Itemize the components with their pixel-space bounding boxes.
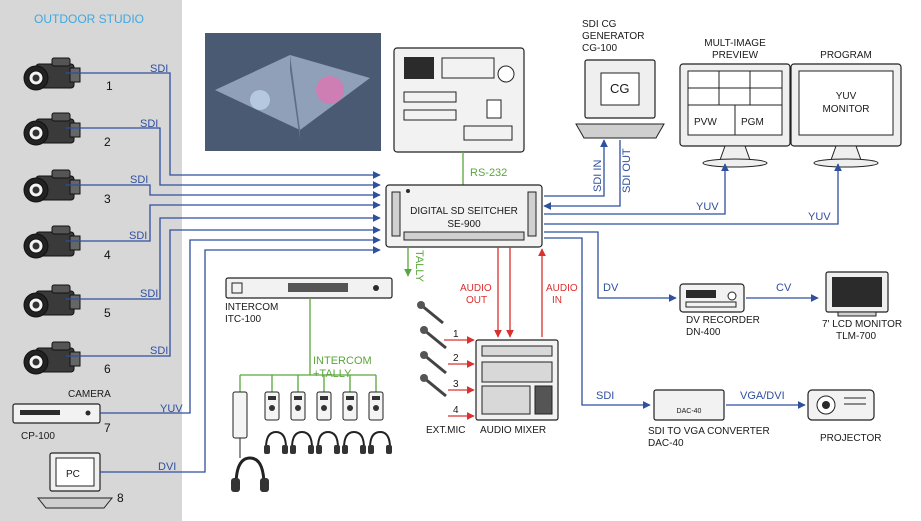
tally-label: TALLY bbox=[413, 250, 425, 283]
camera-2-link-label: SDI bbox=[140, 118, 158, 130]
player-number: 7 bbox=[104, 421, 111, 435]
converter-link-label: SDI bbox=[596, 390, 614, 402]
cg-line1: SDI CG bbox=[582, 19, 617, 30]
player-link-label: YUV bbox=[160, 403, 183, 415]
projector-device bbox=[807, 389, 875, 421]
cg-line2: GENERATOR bbox=[582, 31, 644, 42]
intercom-line2: ITC-100 bbox=[225, 314, 262, 325]
program-screen-line2: MONITOR bbox=[822, 104, 869, 115]
audio-out-line2: OUT bbox=[466, 295, 487, 306]
intercom-device bbox=[225, 277, 393, 299]
beltpacks bbox=[232, 391, 384, 439]
program-link-label: YUV bbox=[808, 211, 831, 223]
audio-in-line2: IN bbox=[552, 295, 562, 306]
studio-title: OUTDOOR STUDIO bbox=[34, 12, 144, 26]
player-label: CP-100 bbox=[21, 431, 55, 442]
cg-screen-text: CG bbox=[610, 81, 630, 96]
lcd-monitor bbox=[825, 271, 889, 317]
intercom-link-line1: INTERCOM bbox=[313, 355, 372, 367]
camera-number-1: 1 bbox=[106, 79, 113, 93]
dv-recorder bbox=[679, 283, 745, 313]
program-screen-line1: YUV bbox=[836, 91, 857, 102]
switcher-line1: DIGITAL SD SEITCHER bbox=[410, 206, 518, 217]
pc-device bbox=[36, 452, 114, 509]
cg-in-label: SDI IN bbox=[592, 160, 604, 192]
preview-link-label: YUV bbox=[696, 201, 719, 213]
camera-number-6: 6 bbox=[104, 362, 111, 376]
audio-in-line1: AUDIO bbox=[546, 283, 578, 294]
camera-5-link-label: SDI bbox=[140, 288, 158, 300]
mic-number-1: 1 bbox=[453, 329, 459, 340]
intercom-wiring bbox=[239, 298, 377, 392]
lcd-line1: 7' LCD MONITOR bbox=[822, 319, 902, 330]
input-lines bbox=[66, 72, 381, 473]
lcd-line2: TLM-700 bbox=[836, 331, 876, 342]
program-monitor bbox=[790, 63, 902, 168]
audio-out-line1: AUDIO bbox=[460, 283, 492, 294]
cg-device bbox=[575, 59, 665, 139]
camera-1-link-label: SDI bbox=[150, 63, 168, 75]
converter-badge: DAC-40 bbox=[677, 408, 702, 415]
pc-screen-text: PC bbox=[66, 469, 80, 480]
preview-monitor bbox=[679, 63, 791, 168]
mic-number-2: 2 bbox=[453, 353, 459, 364]
preview-line1: MULT-IMAGE bbox=[704, 38, 766, 49]
converter-device bbox=[653, 389, 725, 421]
dv-out-label: CV bbox=[776, 282, 792, 294]
camera-number-2: 2 bbox=[104, 135, 111, 149]
preview-line2: PREVIEW bbox=[712, 50, 759, 61]
switcher-line2: SE-900 bbox=[447, 219, 481, 230]
converter-out-label: VGA/DVI bbox=[740, 390, 785, 402]
camera-4-link-label: SDI bbox=[129, 230, 147, 242]
mic-number-4: 4 bbox=[453, 405, 459, 416]
headsets bbox=[231, 431, 393, 492]
control-panel bbox=[393, 47, 525, 153]
converter-line1: SDI TO VGA CONVERTER bbox=[648, 426, 770, 437]
projector-label: PROJECTOR bbox=[820, 433, 882, 444]
cg-out-label: SDI OUT bbox=[621, 148, 633, 193]
preview-pgm: PGM bbox=[741, 117, 764, 128]
external-mics bbox=[415, 299, 448, 398]
audio-mixer-label: AUDIO MIXER bbox=[480, 425, 546, 436]
intercom-line1: INTERCOM bbox=[225, 302, 278, 313]
camera-number-3: 3 bbox=[104, 192, 111, 206]
camera-number-5: 5 bbox=[104, 306, 111, 320]
pc-link-label: DVI bbox=[158, 461, 176, 473]
mic-label: EXT.MIC bbox=[426, 425, 465, 436]
cg-line3: CG-100 bbox=[582, 43, 617, 54]
rs232-label: RS-232 bbox=[470, 167, 507, 179]
program-title: PROGRAM bbox=[820, 50, 872, 61]
dv-recorder-line2: DN-400 bbox=[686, 327, 721, 338]
intercom-link-line2: +TALLY bbox=[313, 368, 352, 380]
camera-6-link-label: SDI bbox=[150, 345, 168, 357]
audio-mixer bbox=[475, 339, 559, 421]
camera-number-4: 4 bbox=[104, 248, 111, 262]
dv-recorder-line1: DV RECORDER bbox=[686, 315, 760, 326]
camera-3-link-label: SDI bbox=[130, 174, 148, 186]
switcher-device bbox=[385, 184, 543, 248]
preview-pvw: PVW bbox=[694, 117, 717, 128]
stage-photo bbox=[205, 33, 381, 151]
dv-link-label: DV bbox=[603, 282, 619, 294]
converter-line2: DAC-40 bbox=[648, 438, 684, 449]
pc-number: 8 bbox=[117, 491, 124, 505]
mic-number-3: 3 bbox=[453, 379, 459, 390]
player-device bbox=[12, 403, 101, 424]
camera-caption: CAMERA bbox=[68, 389, 111, 400]
